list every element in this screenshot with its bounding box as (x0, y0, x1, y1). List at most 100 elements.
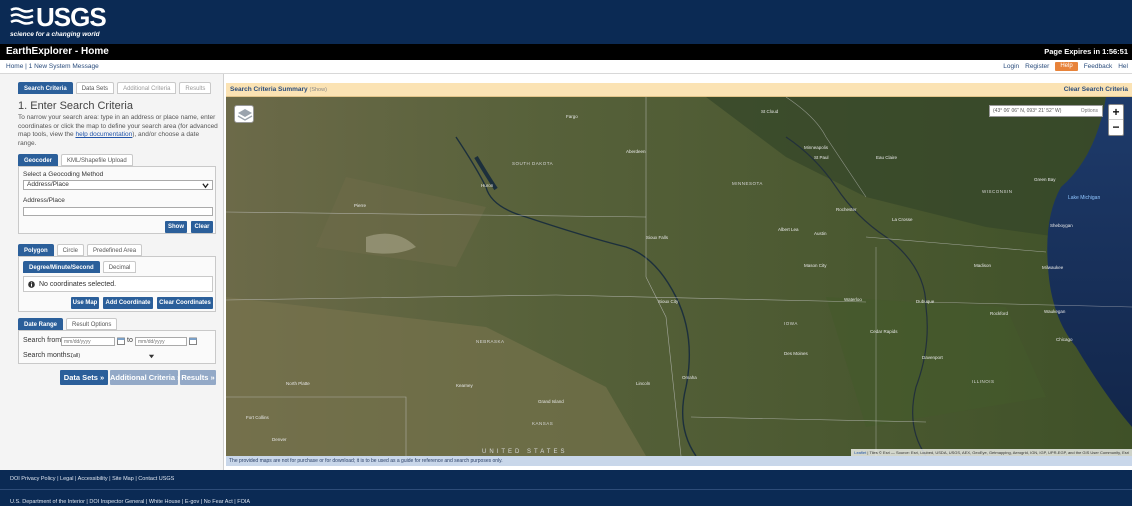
use-map-button[interactable]: Use Map (71, 297, 99, 309)
map-label-lincoln: Lincoln (636, 381, 651, 386)
login-link[interactable]: Login (1003, 63, 1020, 70)
calendar-icon[interactable] (117, 337, 125, 345)
search-from-label: Search from: (23, 337, 64, 344)
tab-predefined-area[interactable]: Predefined Area (87, 244, 143, 256)
tab-decimal[interactable]: Decimal (102, 261, 137, 273)
map-label-stcloud: St Cloud (761, 109, 779, 114)
tab-dms[interactable]: Degree/Minute/Second (23, 261, 100, 273)
page-expires-timer: Page Expires in 1:56:51 (1044, 47, 1128, 56)
title-bar: EarthExplorer - Home Page Expires in 1:5… (0, 44, 1132, 60)
geocoder-box: Select a Geocoding Method Address/Place … (18, 166, 216, 234)
footer-links-secondary[interactable]: U.S. Department of the Interior | DOI In… (10, 499, 251, 505)
map-label-waukegan: Waukegan (1044, 309, 1066, 314)
additional-criteria-next-button[interactable]: Additional Criteria » (110, 370, 181, 385)
to-label: to (127, 337, 133, 344)
map-label-southdakota: SOUTH DAKOTA (512, 161, 554, 166)
coordinate-value: (43° 06' 06" N, 093° 21' 52" W) (993, 108, 1062, 114)
map-label-greenbay: Green Bay (1034, 177, 1056, 182)
area-tabs: Polygon Circle Predefined Area (18, 244, 143, 256)
clear-button[interactable]: Clear (191, 221, 213, 233)
map-label-minnesota: MINNESOTA (732, 181, 763, 186)
summary-show-link[interactable]: (Show) (309, 87, 327, 93)
map-options-link[interactable]: Options (1080, 108, 1098, 114)
date-to-input[interactable] (135, 337, 187, 346)
address-input[interactable] (23, 207, 213, 216)
system-message-link[interactable]: 1 New System Message (28, 63, 99, 70)
map-disclaimer: The provided maps are not for purchase o… (226, 456, 1132, 466)
footer-links-primary[interactable]: DOI Privacy Policy | Legal | Accessibili… (10, 476, 175, 482)
date-from-input[interactable] (61, 337, 115, 346)
footer-divider (0, 489, 1132, 490)
logo-tagline: science for a changing world (10, 31, 100, 38)
zoom-in-button[interactable]: + (1109, 105, 1123, 120)
leaflet-link[interactable]: Leaflet (854, 450, 867, 455)
tab-polygon[interactable]: Polygon (18, 244, 54, 256)
help-documentation-link[interactable]: help documentation (75, 131, 133, 138)
map-label-lake-michigan: Lake Michigan (1068, 195, 1101, 201)
usgs-waves-icon (10, 7, 34, 25)
tab-result-options[interactable]: Result Options (66, 318, 118, 330)
feedback-link[interactable]: Feedback (1083, 63, 1113, 70)
logo-text: USGS (36, 2, 107, 32)
help-badge[interactable]: Help (1055, 62, 1078, 71)
map-label-nebraska: NEBRASKA (476, 339, 505, 344)
coordinate-readout: (43° 06' 06" N, 093° 21' 52" W) Options (989, 105, 1103, 117)
zoom-out-button[interactable]: − (1112, 120, 1120, 134)
date-tabs: Date Range Result Options (18, 318, 118, 330)
show-button[interactable]: Show (165, 221, 187, 233)
map-label-dubuque: Dubuque (916, 299, 935, 304)
criteria-help-text: To narrow your search area: type in an a… (18, 114, 218, 148)
map-label-masoncity: Mason City (804, 263, 827, 268)
map-label-siouxfalls: Sioux Falls (646, 235, 669, 240)
page-footer: DOI Privacy Policy | Legal | Accessibili… (0, 470, 1132, 506)
map-label-siouxcity: Sioux City (658, 299, 679, 304)
map-label-grandisland: Grand Island (538, 399, 564, 404)
map-label-omaha: Omaha (682, 375, 697, 380)
date-range-box: Search from: to Search months: (all) (18, 330, 216, 364)
tab-additional-criteria[interactable]: Additional Criteria (117, 82, 177, 94)
data-sets-next-button[interactable]: Data Sets » (60, 370, 108, 385)
map-attribution: Leaflet | Tiles © Esri — Source: Esri, i… (851, 449, 1132, 456)
map-label-iowa: IOWA (784, 321, 798, 326)
map-label-sheboygan: Sheboygan (1050, 223, 1073, 228)
home-link[interactable]: Home (6, 63, 24, 70)
zoom-control: + − (1108, 104, 1124, 136)
map-label-huron: Huron (481, 183, 494, 188)
tab-date-range[interactable]: Date Range (18, 318, 64, 330)
tab-kml-upload[interactable]: KML/Shapefile Upload (61, 154, 133, 166)
map-label-stpaul: St Paul (814, 155, 829, 160)
map-label-rockford: Rockford (990, 311, 1009, 316)
tab-circle[interactable]: Circle (56, 244, 85, 256)
top-nav-bar: Home | 1 New System Message Login Regist… (0, 60, 1132, 74)
search-criteria-summary-bar: Search Criteria Summary (Show) Clear Sea… (226, 83, 1132, 97)
satellite-map[interactable]: Fargo St Cloud Minneapolis St Paul Eau C… (226, 97, 1132, 456)
map-label-minneapolis: Minneapolis (804, 145, 829, 150)
clear-search-criteria-link[interactable]: Clear Search Criteria (1063, 86, 1128, 93)
polygon-box: Degree/Minute/Second Decimal No coordina… (18, 256, 216, 312)
add-coordinate-button[interactable]: Add Coordinate (103, 297, 153, 309)
calendar-icon[interactable] (189, 337, 197, 345)
attribution-text: | Tiles © Esri — Source: Esri, i-cubed, … (866, 450, 1129, 455)
map-label-wisconsin: WISCONSIN (982, 189, 1013, 194)
info-icon (28, 281, 35, 288)
map-label-milwaukee: Milwaukee (1042, 265, 1064, 270)
map-label-aberdeen: Aberdeen (626, 149, 646, 154)
tab-geocoder[interactable]: Geocoder (18, 154, 59, 166)
geocoding-method-label: Select a Geocoding Method (23, 171, 104, 178)
map-label-desmoines: Des Moines (784, 351, 808, 356)
clear-coordinates-button[interactable]: Clear Coordinates (157, 297, 213, 309)
tab-search-criteria[interactable]: Search Criteria (18, 82, 73, 94)
results-next-button[interactable]: Results » (180, 370, 216, 385)
tab-results[interactable]: Results (179, 82, 212, 94)
geocoding-method-select[interactable]: Address/Place (23, 180, 213, 190)
map-label-lacrosse: La Crosse (892, 217, 913, 222)
tab-data-sets[interactable]: Data Sets (75, 82, 115, 94)
layers-button[interactable] (234, 105, 254, 123)
map-label-illinois: ILLINOIS (972, 379, 995, 384)
search-months-label: Search months: (23, 352, 73, 359)
usgs-logo[interactable]: USGS science for a changing world (10, 2, 107, 40)
help-text-part1: To narrow your search area: type in an a… (18, 114, 218, 138)
register-link[interactable]: Register (1025, 63, 1050, 70)
search-months-select[interactable]: (all) (67, 351, 159, 361)
help-link[interactable]: Hel (1118, 63, 1128, 70)
